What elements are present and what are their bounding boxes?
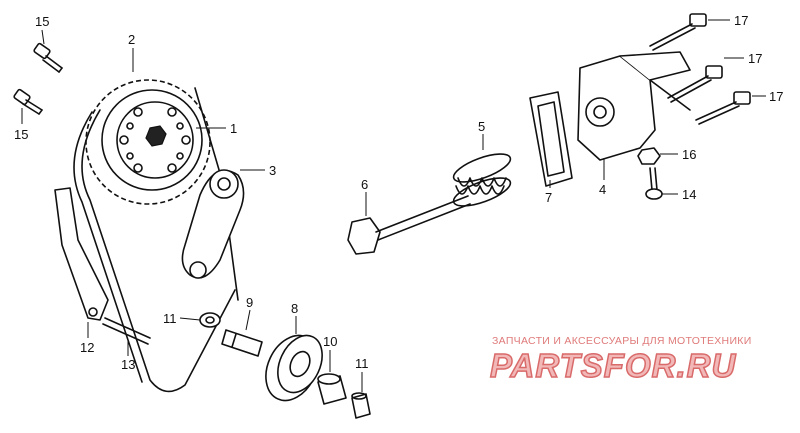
callout-14: 14 — [662, 187, 696, 202]
gasket-7 — [529, 91, 573, 187]
bolt-15-upper — [33, 42, 63, 73]
callout-10: 10 — [323, 334, 337, 372]
spring-5 — [452, 153, 512, 207]
callout-3: 3 — [240, 163, 276, 178]
svg-text:2: 2 — [128, 32, 135, 47]
svg-text:7: 7 — [545, 190, 552, 205]
bolt-17-middle — [667, 65, 723, 103]
watermark-caption: ЗАПЧАСТИ И АКСЕССУАРЫ ДЛЯ МОТОТЕХНИКИ — [492, 335, 752, 347]
callout-9: 9 — [245, 295, 253, 331]
collar-10 — [317, 373, 347, 405]
svg-text:3: 3 — [269, 163, 276, 178]
pin-11-right — [351, 392, 371, 419]
bolt-17-top — [649, 13, 707, 51]
callout-15-upper: 15 — [35, 14, 49, 45]
push-rod-6 — [347, 195, 471, 255]
callout-2: 2 — [128, 32, 135, 72]
svg-text:5: 5 — [478, 119, 485, 134]
callout-12: 12 — [80, 322, 94, 355]
svg-text:15: 15 — [14, 127, 28, 142]
callout-17-top: 17 — [708, 13, 748, 28]
bolt-15-lower — [13, 88, 43, 115]
callout-16: 16 — [660, 147, 696, 162]
svg-text:6: 6 — [361, 177, 368, 192]
pin-11-left — [199, 312, 221, 328]
svg-text:1: 1 — [230, 121, 237, 136]
svg-text:10: 10 — [323, 334, 337, 349]
callout-17-lower: 17 — [752, 89, 783, 104]
tensioner-shaft-9 — [221, 329, 263, 357]
callout-11-right: 11 — [355, 356, 369, 392]
nut-16 — [637, 147, 661, 165]
callout-5: 5 — [478, 119, 485, 150]
bolt-14 — [645, 167, 663, 200]
svg-text:4: 4 — [599, 182, 606, 197]
svg-text:17: 17 — [748, 51, 762, 66]
callout-6: 6 — [361, 177, 368, 216]
svg-text:15: 15 — [35, 14, 49, 29]
callout-17-middle: 17 — [724, 51, 762, 66]
callout-4: 4 — [599, 158, 606, 197]
watermark-logo: PARTSFOR.RU — [489, 346, 737, 385]
callout-11-left: 11 — [163, 311, 201, 326]
svg-text:12: 12 — [80, 340, 94, 355]
svg-text:9: 9 — [246, 295, 253, 310]
callout-15-lower: 15 — [14, 108, 28, 142]
cam-sprocket-2 — [85, 79, 211, 205]
callout-13: 13 — [121, 340, 135, 372]
callout-8: 8 — [291, 301, 298, 334]
svg-text:14: 14 — [682, 187, 696, 202]
svg-text:8: 8 — [291, 301, 298, 316]
svg-text:11: 11 — [355, 356, 369, 371]
svg-text:13: 13 — [121, 357, 135, 372]
bolt-17-lower — [695, 91, 751, 125]
roller-8 — [265, 334, 323, 402]
pivot-shaft-13 — [102, 317, 151, 345]
svg-text:16: 16 — [682, 147, 696, 162]
callout-1: 1 — [196, 121, 237, 136]
svg-text:11: 11 — [163, 311, 177, 326]
tensioner-housing-4 — [577, 51, 691, 161]
chain-guide-12 — [54, 187, 109, 321]
callout-7: 7 — [545, 180, 552, 205]
svg-text:17: 17 — [769, 89, 783, 104]
svg-text:17: 17 — [734, 13, 748, 28]
tensioner-arm-3 — [181, 169, 245, 279]
